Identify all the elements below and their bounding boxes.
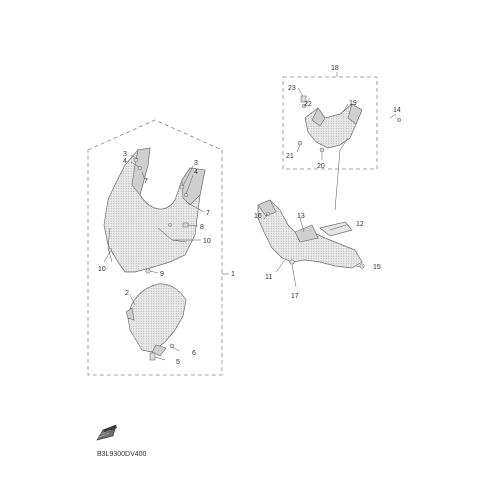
assembly-1-dashed-outline [87, 119, 223, 376]
callout-3b: 3 [194, 160, 198, 167]
callout-18: 18 [331, 65, 339, 72]
callout-5: 5 [176, 359, 180, 366]
callout-4a: 4 [123, 158, 127, 165]
callout-labels: 1 2 3 3 4 4 5 6 7 7 8 9 10 10 11 12 13 1… [98, 65, 401, 366]
callout-10b: 10 [98, 266, 106, 273]
fairing-hardware [108, 157, 189, 274]
callout-8: 8 [200, 224, 204, 231]
callout-2: 2 [125, 290, 129, 297]
upper-fairing-part [103, 147, 206, 273]
callout-16: 16 [254, 213, 262, 220]
callout-15: 15 [373, 264, 381, 271]
callout-22: 22 [304, 101, 312, 108]
callout-19: 19 [349, 100, 357, 107]
callout-13: 13 [297, 213, 305, 220]
callout-11: 11 [265, 274, 272, 281]
callout-6: 6 [192, 350, 196, 357]
callout-9: 9 [160, 271, 164, 278]
assembly-18-dashed-outline [282, 76, 378, 170]
callout-1: 1 [231, 271, 235, 278]
callout-7b: 7 [206, 210, 210, 217]
diagram-code-label: B3L9300DV400 [97, 451, 147, 458]
book-arrow-icon [96, 424, 117, 441]
callout-12: 12 [356, 221, 364, 228]
leader-lines [103, 72, 397, 361]
callout-3a: 3 [123, 151, 127, 158]
bracket-stay-part [297, 95, 363, 211]
callout-23: 23 [288, 85, 296, 92]
callout-21: 21 [286, 153, 294, 160]
callout-10a: 10 [203, 238, 211, 245]
callout-4b: 4 [194, 169, 198, 176]
callout-14: 14 [393, 107, 401, 114]
callout-20: 20 [317, 163, 325, 170]
callout-17: 17 [291, 293, 299, 300]
windshield-part [125, 283, 187, 361]
callout-7a: 7 [144, 178, 148, 185]
